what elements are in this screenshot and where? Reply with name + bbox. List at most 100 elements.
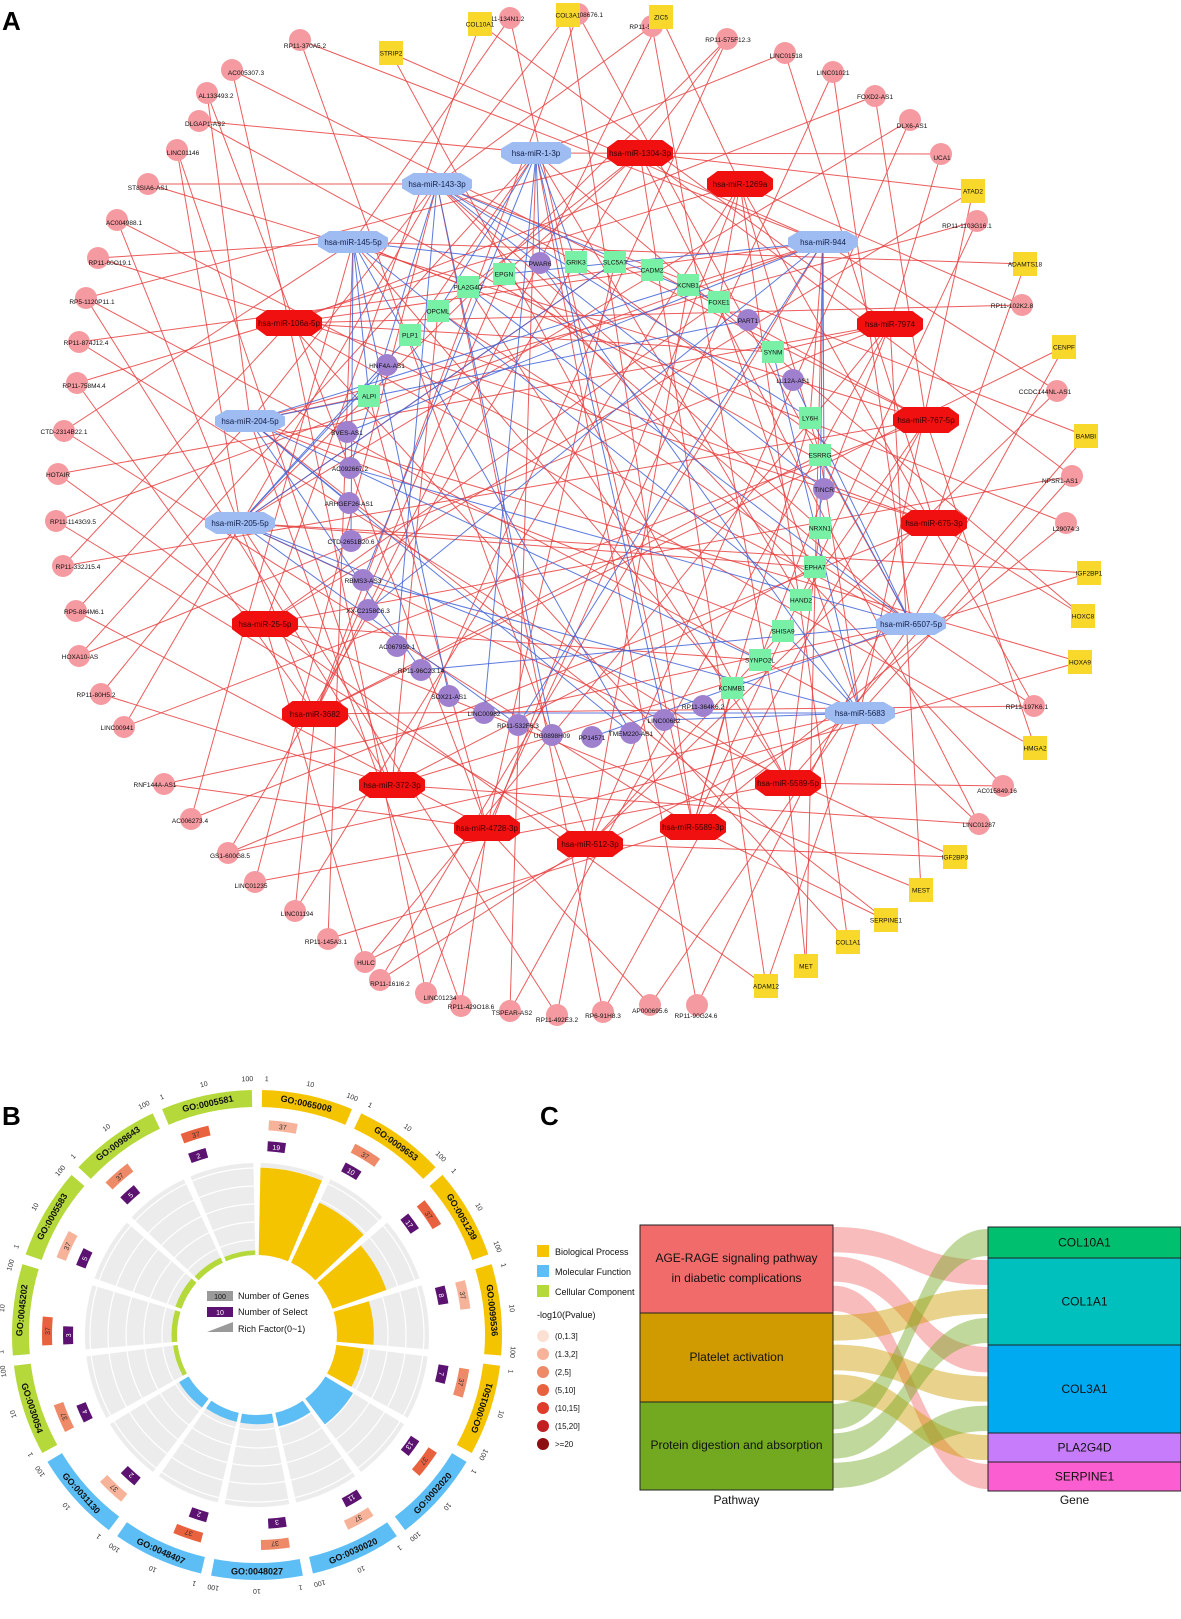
edge-blue-197 xyxy=(396,183,438,647)
lnc-node-rp11-370a5-2 xyxy=(289,29,311,51)
sankey-gene-node-serpine1 xyxy=(987,1461,1181,1492)
gene-label-hoxc8: HOXC8 xyxy=(1072,614,1095,621)
lnc-label-foxd2-as1: FOXD2-AS1 xyxy=(857,94,894,101)
lnc-node-rp11-60o19-1 xyxy=(87,247,109,269)
go-bg-sector-10 xyxy=(86,1345,187,1418)
lnc-label-rp11-161i6-2: RP11-161I6.2 xyxy=(370,981,410,988)
lnc-node-hoxa10-as xyxy=(68,645,90,667)
go-tick-5-0: 1 xyxy=(469,1468,477,1475)
go-select-bar-8 xyxy=(188,1507,209,1523)
edge-blue-194 xyxy=(437,152,537,312)
lnc-label-rp5-884m6-1: RP5-884M6.1 xyxy=(64,609,104,616)
go-genes-value-5: 37 xyxy=(418,1455,428,1466)
edge-red-59 xyxy=(692,826,887,921)
edge-red-166 xyxy=(176,149,241,524)
lnc-node-linc01021 xyxy=(822,61,844,83)
go-tick-1-1: 10 xyxy=(402,1123,413,1133)
lnc-node-rp11-1143g9-5 xyxy=(45,510,67,532)
go-pval-title: -log10(Pvalue) xyxy=(537,1310,596,1320)
sankey-link-1 xyxy=(833,1256,988,1373)
circ-label-pp14571: PP14571 xyxy=(579,735,606,742)
go-term-band-go-0099536 xyxy=(475,1264,502,1356)
gene-label-col3a1: COL3A1 xyxy=(556,13,581,20)
edge-red-181 xyxy=(227,712,861,854)
edge-blue-195 xyxy=(436,183,825,490)
lnc-label-hotair: HOTAIR xyxy=(46,472,70,479)
circ-label-bves-as1: BVES-AS1 xyxy=(331,430,363,437)
go-tick-7-1: 10 xyxy=(253,1587,261,1594)
go-tick-14-2: 100 xyxy=(241,1076,253,1083)
go-rich-bar-13 xyxy=(194,1257,223,1281)
go-tick-12-2: 100 xyxy=(54,1165,67,1179)
go-pval-legend-dot-6 xyxy=(537,1438,549,1450)
sankey-gene-node-col10a1 xyxy=(987,1226,1181,1259)
edge-red-63 xyxy=(589,390,1058,845)
circ-label-hnf4a-as1: HNF4A-AS1 xyxy=(369,363,405,370)
lnc-node-ac005307-3 xyxy=(221,59,243,81)
mirna-down-node-hsa-mir-944 xyxy=(788,231,858,253)
lnc-label-ap000695-6: AP000695.6 xyxy=(632,1008,668,1015)
go-tick-9-1: 10 xyxy=(62,1501,72,1512)
edge-blue-230 xyxy=(819,454,912,625)
gene-label-adam12: ADAM12 xyxy=(753,984,779,991)
inner-gene-label-epha7: EPHA7 xyxy=(804,565,826,572)
lnc-label-ac015849-16: AC015849.16 xyxy=(977,788,1017,795)
lnc-label-uca1: UCA1 xyxy=(933,155,951,162)
edge-blue-202 xyxy=(352,241,450,697)
edge-red-42 xyxy=(933,263,1026,524)
edge-red-60 xyxy=(692,220,978,828)
edge-blue-200 xyxy=(436,183,811,419)
lnc-label-rp11-1143g9-5: RP11-1143G9.5 xyxy=(50,519,96,526)
edge-red-81 xyxy=(100,693,393,786)
lnc-node-foxd2-as1 xyxy=(864,85,886,107)
edge-red-93 xyxy=(314,705,1035,715)
sankey-gene-node-col1a1 xyxy=(987,1257,1181,1346)
edge-red-120 xyxy=(198,120,537,154)
go-genes-value-10: 37 xyxy=(60,1411,70,1421)
go-tick-3-0: 1 xyxy=(499,1263,507,1269)
circ-node-bves-as1 xyxy=(336,421,358,443)
go-bg-sector-13 xyxy=(131,1179,223,1281)
circ-node-linc00982 xyxy=(473,702,495,724)
inner-gene-node-epha7 xyxy=(804,556,826,578)
go-genes-value-8: 37 xyxy=(184,1527,194,1536)
inner-gene-label-slc5a7: SLC5A7 xyxy=(603,260,628,267)
circ-node-rp11-96c23-14 xyxy=(410,659,432,681)
edge-red-110 xyxy=(288,322,427,994)
edge-blue-215 xyxy=(249,319,749,422)
go-pval-legend-dot-5 xyxy=(537,1420,549,1432)
go-select-value-14: 2 xyxy=(196,1153,202,1161)
edge-red-109 xyxy=(288,304,1023,324)
lnc-label-l29074-3: L29074.3 xyxy=(1052,526,1079,533)
inner-gene-node-epgn xyxy=(493,263,515,285)
lnc-label-rnf144a-as1: RNF144A-AS1 xyxy=(134,782,177,789)
go-tick-0-0: 1 xyxy=(265,1076,269,1083)
edge-red-173 xyxy=(163,623,912,785)
lnc-node-rp11-758m4-4 xyxy=(66,372,88,394)
edge-blue-193 xyxy=(535,152,577,263)
mirna-up-label-hsa-mir-25-5p: hsa-miR-25-5p xyxy=(239,620,292,629)
edge-blue-218 xyxy=(249,284,689,422)
go-select-bar-9 xyxy=(120,1466,141,1486)
mirna-up-node-hsa-mir-5589-5p xyxy=(755,770,821,796)
go-tick-10-1: 10 xyxy=(9,1409,18,1419)
go-genes-bar-5 xyxy=(411,1447,437,1476)
mirna-up-label-hsa-mir-675-3p: hsa-miR-675-3p xyxy=(905,519,963,528)
lnc-node-rp11-145a3-1 xyxy=(317,928,339,950)
go-genes-bar-7 xyxy=(260,1537,290,1550)
lnc-label-dlx6-as1: DLX6-AS1 xyxy=(897,123,928,130)
go-pval-legend-label-5: (15,20] xyxy=(555,1422,580,1431)
sankey-link-3 xyxy=(833,1289,988,1341)
mirna-down-node-hsa-mir-143-3p xyxy=(402,173,472,195)
go-tick-7-2: 100 xyxy=(207,1582,220,1591)
go-bg-sector-6 xyxy=(275,1400,356,1503)
lnc-node-ap000695-6 xyxy=(639,994,661,1016)
gene-label-cenpf: CENPF xyxy=(1053,345,1075,352)
lnc-node-rp6-91h8-3 xyxy=(592,1001,614,1023)
edge-red-146 xyxy=(805,241,824,967)
edge-red-138 xyxy=(352,17,511,243)
gene-node-col1a1 xyxy=(836,930,860,954)
inner-gene-label-grik3: GRIK3 xyxy=(566,260,586,267)
edge-red-23 xyxy=(509,323,891,1012)
